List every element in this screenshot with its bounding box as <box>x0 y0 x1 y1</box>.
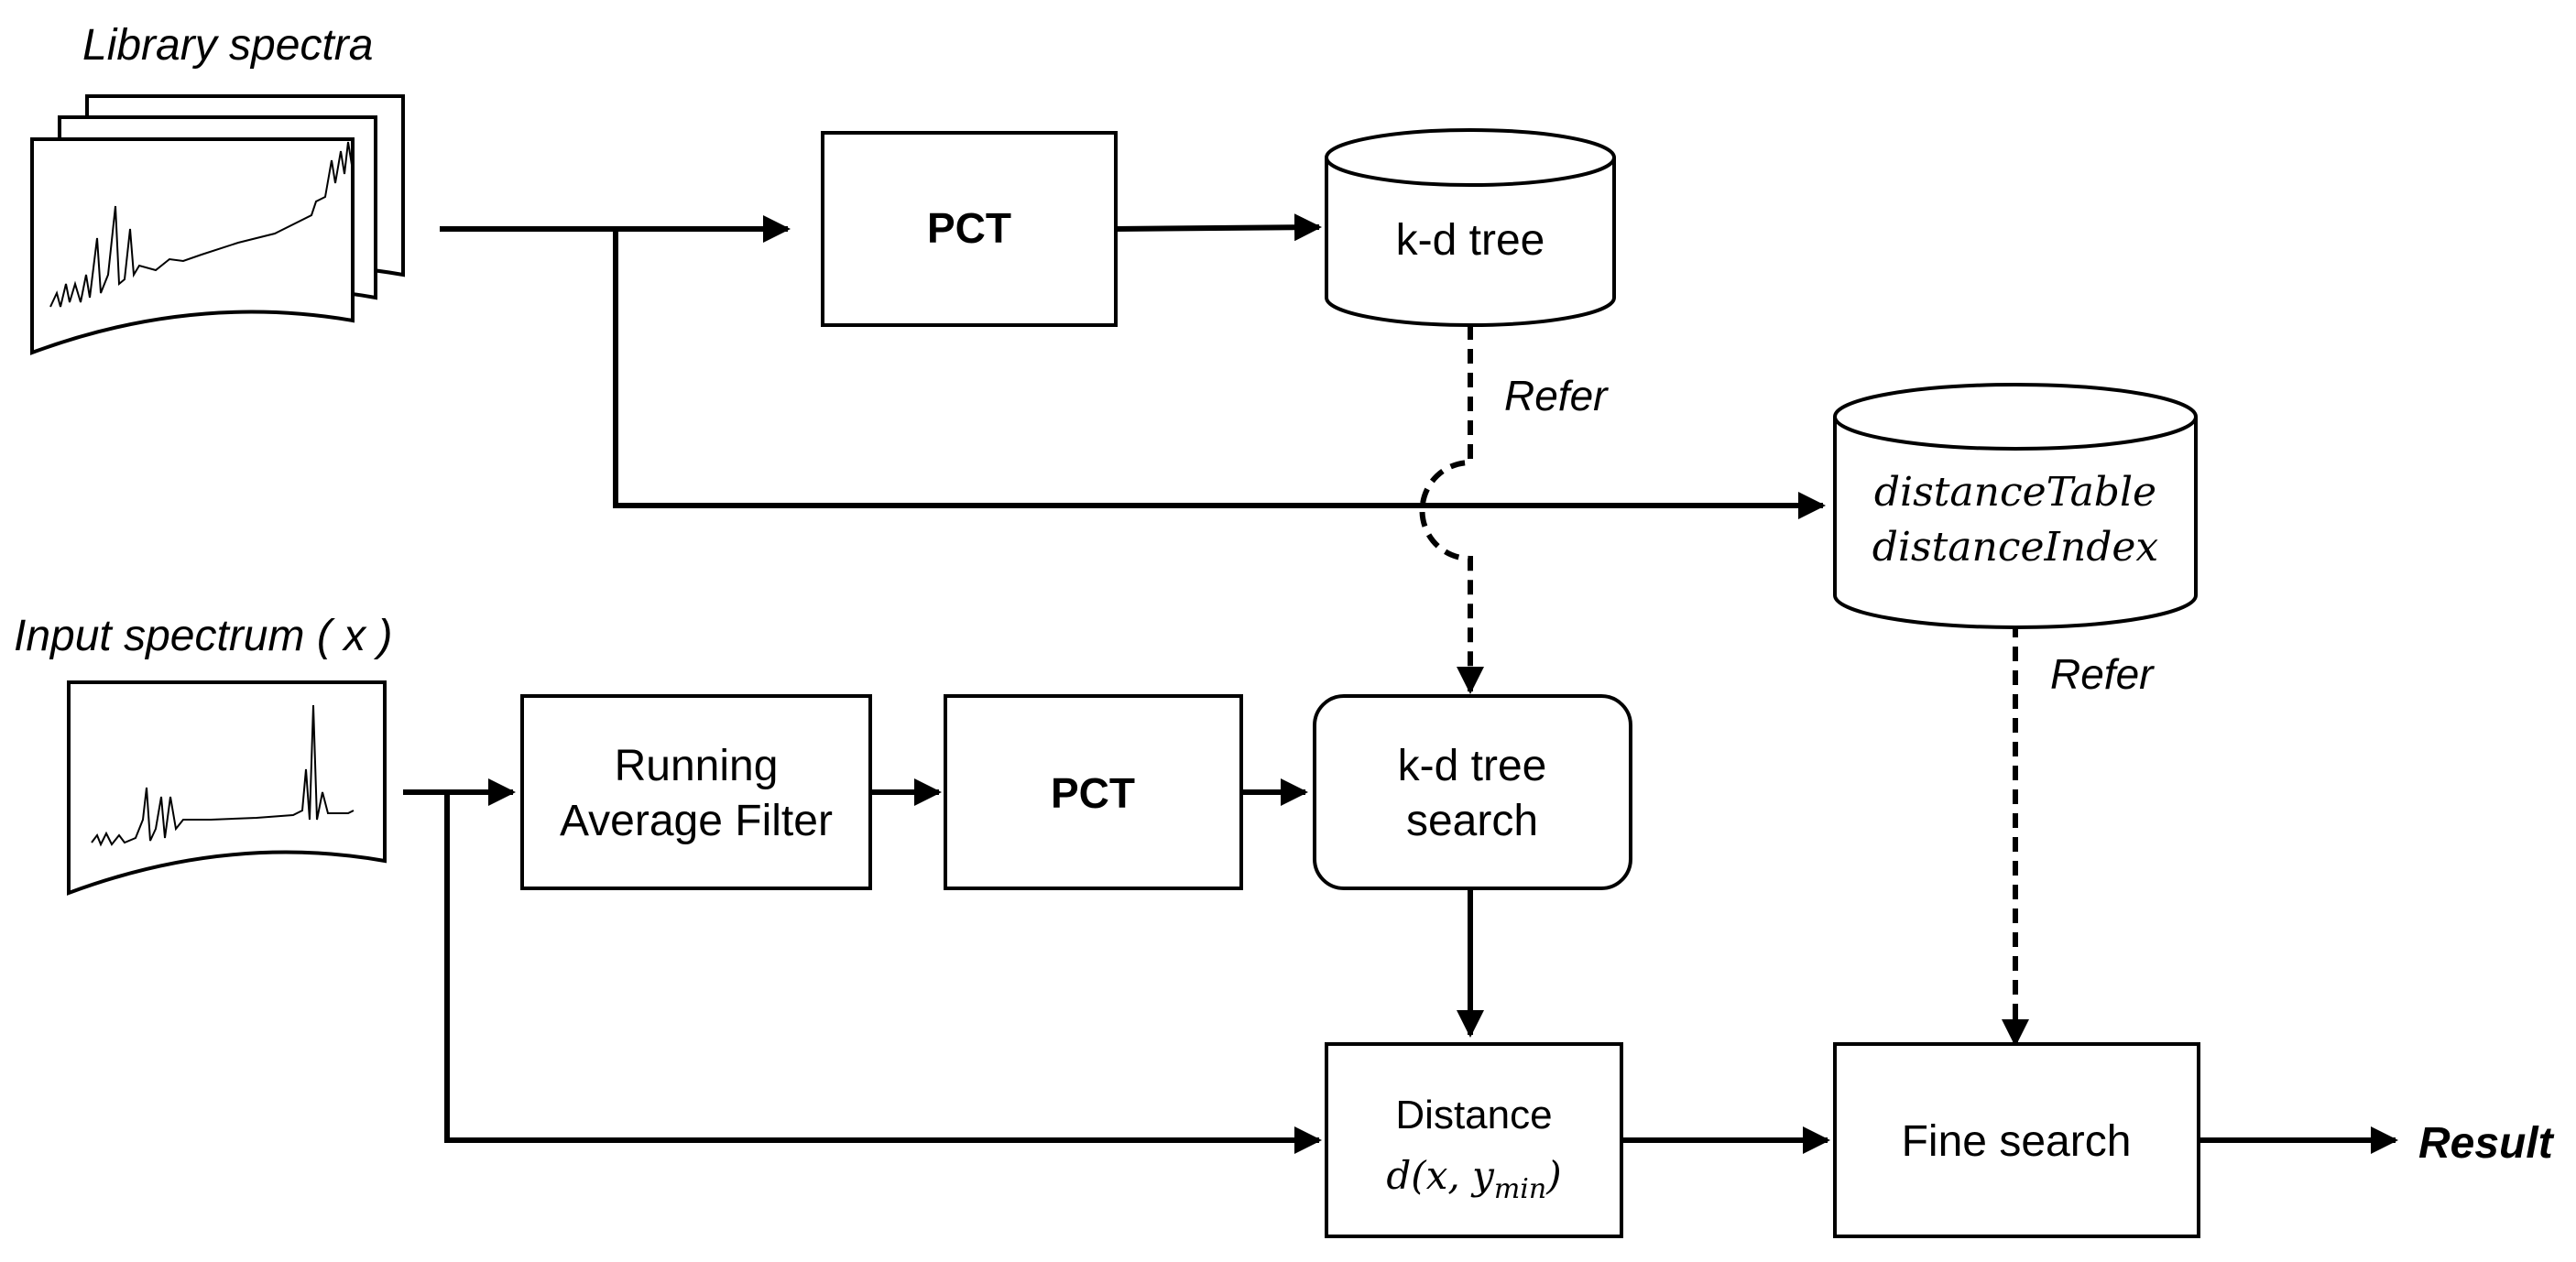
running-average-label-line1: Running <box>615 742 779 790</box>
library-spectra-label: Library spectra <box>82 21 373 70</box>
distance-index-label: distanceIndex <box>1872 524 2159 571</box>
input-spectrum-label: Input spectrum ( x ) <box>14 612 392 660</box>
running-average-filter-box <box>520 694 872 890</box>
kd-tree-search-label-line2: search <box>1406 797 1538 845</box>
fine-search-box <box>1833 1042 2200 1238</box>
refer-line-kd-tree <box>1419 325 1473 682</box>
distance-formula-main: d(x, y <box>1386 1153 1495 1198</box>
refer-label-right: Refer <box>2050 650 2155 698</box>
kd-tree-search-box <box>1313 694 1632 890</box>
line-input-branch <box>444 792 1319 1143</box>
kd-tree-database: k-d tree <box>1325 128 1616 327</box>
distance-table-database: distanceTable distanceIndex <box>1833 383 2198 629</box>
distance-table-label: distanceTable <box>1874 469 2156 516</box>
library-spectra-document-icon <box>30 94 405 355</box>
kd-tree-search-label-line1: k-d tree <box>1398 742 1547 790</box>
arrow-pct-to-kd-tree <box>1115 213 1322 242</box>
line-library-hop <box>1447 506 1493 528</box>
distance-formula-subscript: min <box>1494 1173 1546 1205</box>
refer-label-top: Refer <box>1504 372 1609 419</box>
running-average-label-line2: Average Filter <box>560 797 833 845</box>
kd-tree-label: k-d tree <box>1396 216 1545 265</box>
line-library-branch <box>613 229 1447 508</box>
result-label: Result <box>2418 1119 2555 1168</box>
pct-bottom-label: PCT <box>1051 769 1135 817</box>
distance-box <box>1325 1042 1623 1238</box>
distance-formula: d(x, ymin) <box>1386 1153 1561 1205</box>
pct-bottom-box <box>944 694 1243 890</box>
distance-formula-close: ) <box>1545 1153 1561 1198</box>
fine-search-label: Fine search <box>1902 1117 2132 1166</box>
library-spectrum-trace <box>49 141 353 308</box>
pct-top-label: PCT <box>927 204 1011 252</box>
pct-top-box <box>821 131 1118 327</box>
input-spectrum-trace <box>91 704 355 847</box>
input-spectrum-document-icon <box>67 680 387 896</box>
distance-label: Distance <box>1395 1093 1552 1137</box>
